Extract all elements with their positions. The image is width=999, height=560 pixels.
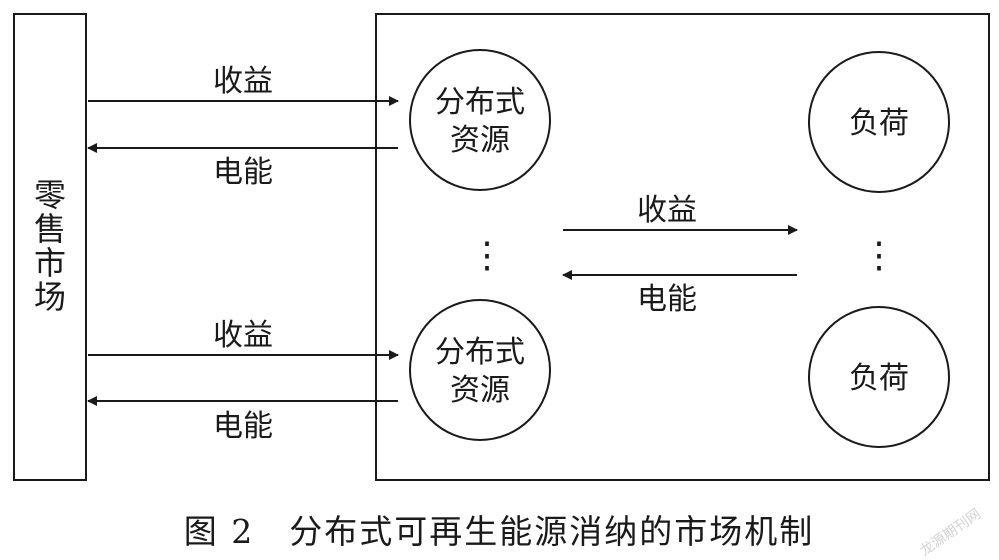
retail-market-char-1: 零 bbox=[34, 176, 66, 214]
middle-power-label: 电能 bbox=[637, 282, 697, 317]
distributed-resource-node-bottom bbox=[409, 299, 551, 441]
distributed-resource-top-line-1: 分布式 bbox=[435, 85, 525, 120]
distributed-resource-node-top bbox=[409, 49, 551, 191]
load-node-top bbox=[808, 51, 950, 193]
power-label-top: 电能 bbox=[213, 155, 273, 190]
load-top-label: 负荷 bbox=[849, 106, 909, 141]
distributed-resource-bottom-line-2: 资源 bbox=[450, 373, 510, 408]
distributed-resource-bottom-line-1: 分布式 bbox=[435, 335, 525, 370]
distributed-resource-top-line-2: 资源 bbox=[450, 123, 510, 158]
revenue-label-bottom: 收益 bbox=[213, 318, 273, 353]
retail-market-char-3: 市 bbox=[34, 244, 66, 282]
power-label-bottom: 电能 bbox=[213, 409, 273, 444]
retail-market-char-4: 场 bbox=[34, 278, 66, 316]
figure-caption: 图 2 分布式可再生能源消纳的市场机制 bbox=[184, 512, 815, 551]
distributed-system-box bbox=[375, 13, 990, 481]
right-ellipsis: ⋮ bbox=[861, 235, 897, 276]
retail-market-char-2: 售 bbox=[34, 210, 66, 248]
middle-revenue-label: 收益 bbox=[637, 193, 697, 228]
left-ellipsis: ⋮ bbox=[469, 235, 505, 276]
load-bottom-label: 负荷 bbox=[849, 361, 909, 396]
revenue-label-top: 收益 bbox=[213, 64, 273, 99]
load-node-bottom bbox=[808, 306, 950, 448]
retail-market-box bbox=[13, 13, 87, 481]
